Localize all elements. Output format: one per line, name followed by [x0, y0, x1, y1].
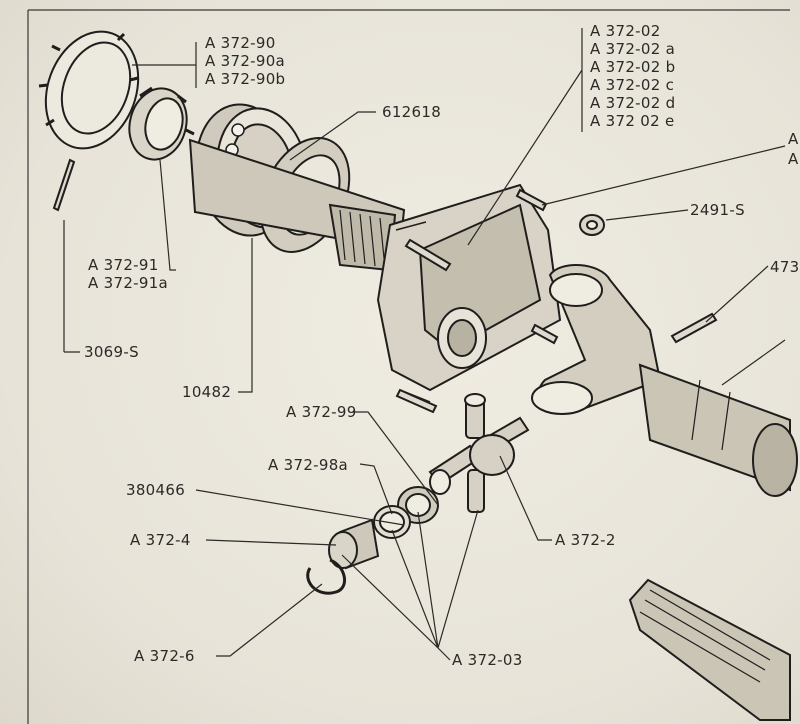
callout-ring-nut: A 372-90 A 372-90a A 372-90b	[205, 34, 285, 88]
flange-housing	[376, 183, 562, 403]
slotted-ring-nut	[38, 30, 140, 150]
flange-bolts	[395, 188, 559, 414]
label-a372-02e: A 372 02 e	[590, 112, 675, 130]
label-a372-02: A 372-02	[590, 22, 661, 40]
circlip	[306, 558, 346, 595]
label-2491-s: 2491-S	[690, 201, 745, 219]
callout-castle-nut: A 372-91 A 372-91a	[88, 256, 168, 292]
label-a372-02d: A 372-02 d	[590, 94, 676, 112]
callout-flange-housing: A 372-02 A 372-02 a A 372-02 b A 372-02 …	[590, 22, 675, 130]
label-a372-90a: A 372-90a	[205, 52, 286, 70]
label-3069-s: 3069-S	[84, 343, 139, 361]
label-a372-4: A 372-4	[130, 531, 191, 549]
hex-nut	[579, 214, 605, 236]
bearing-cap	[328, 518, 380, 570]
label-a372-02a: A 372-02 a	[590, 40, 676, 58]
seal-ring	[373, 505, 411, 539]
splined-shaft	[628, 578, 791, 721]
label-473: 473	[770, 258, 800, 276]
label-a372-03: A 372-03	[452, 651, 523, 669]
label-612618: 612618	[382, 103, 442, 121]
universal-yoke-tube	[531, 263, 798, 497]
label-a372-91a: A 372-91a	[88, 274, 169, 292]
label-a372-90: A 372-90	[205, 34, 276, 52]
grease-nipple	[670, 312, 718, 344]
spider-cross	[428, 393, 530, 513]
leader-lines	[63, 28, 786, 661]
label-a372-91: A 372-91	[88, 256, 159, 274]
label-a372-2: A 372-2	[555, 531, 616, 549]
label-10482: 10482	[182, 383, 232, 401]
label-a372-6: A 372-6	[134, 647, 195, 665]
castle-nut	[128, 86, 195, 161]
label-a372-02b: A 372-02 b	[590, 58, 676, 76]
label-cropped-a-2: A	[788, 150, 799, 168]
label-a372-90b: A 372-90b	[205, 70, 286, 88]
label-a372-99: A 372-99	[286, 403, 357, 421]
label-380466: 380466	[126, 481, 186, 499]
split-pin	[52, 158, 76, 212]
label-a372-98a: A 372-98a	[268, 456, 349, 474]
label-a372-02c: A 372-02 c	[590, 76, 675, 94]
label-cropped-a-1: A	[788, 130, 799, 148]
